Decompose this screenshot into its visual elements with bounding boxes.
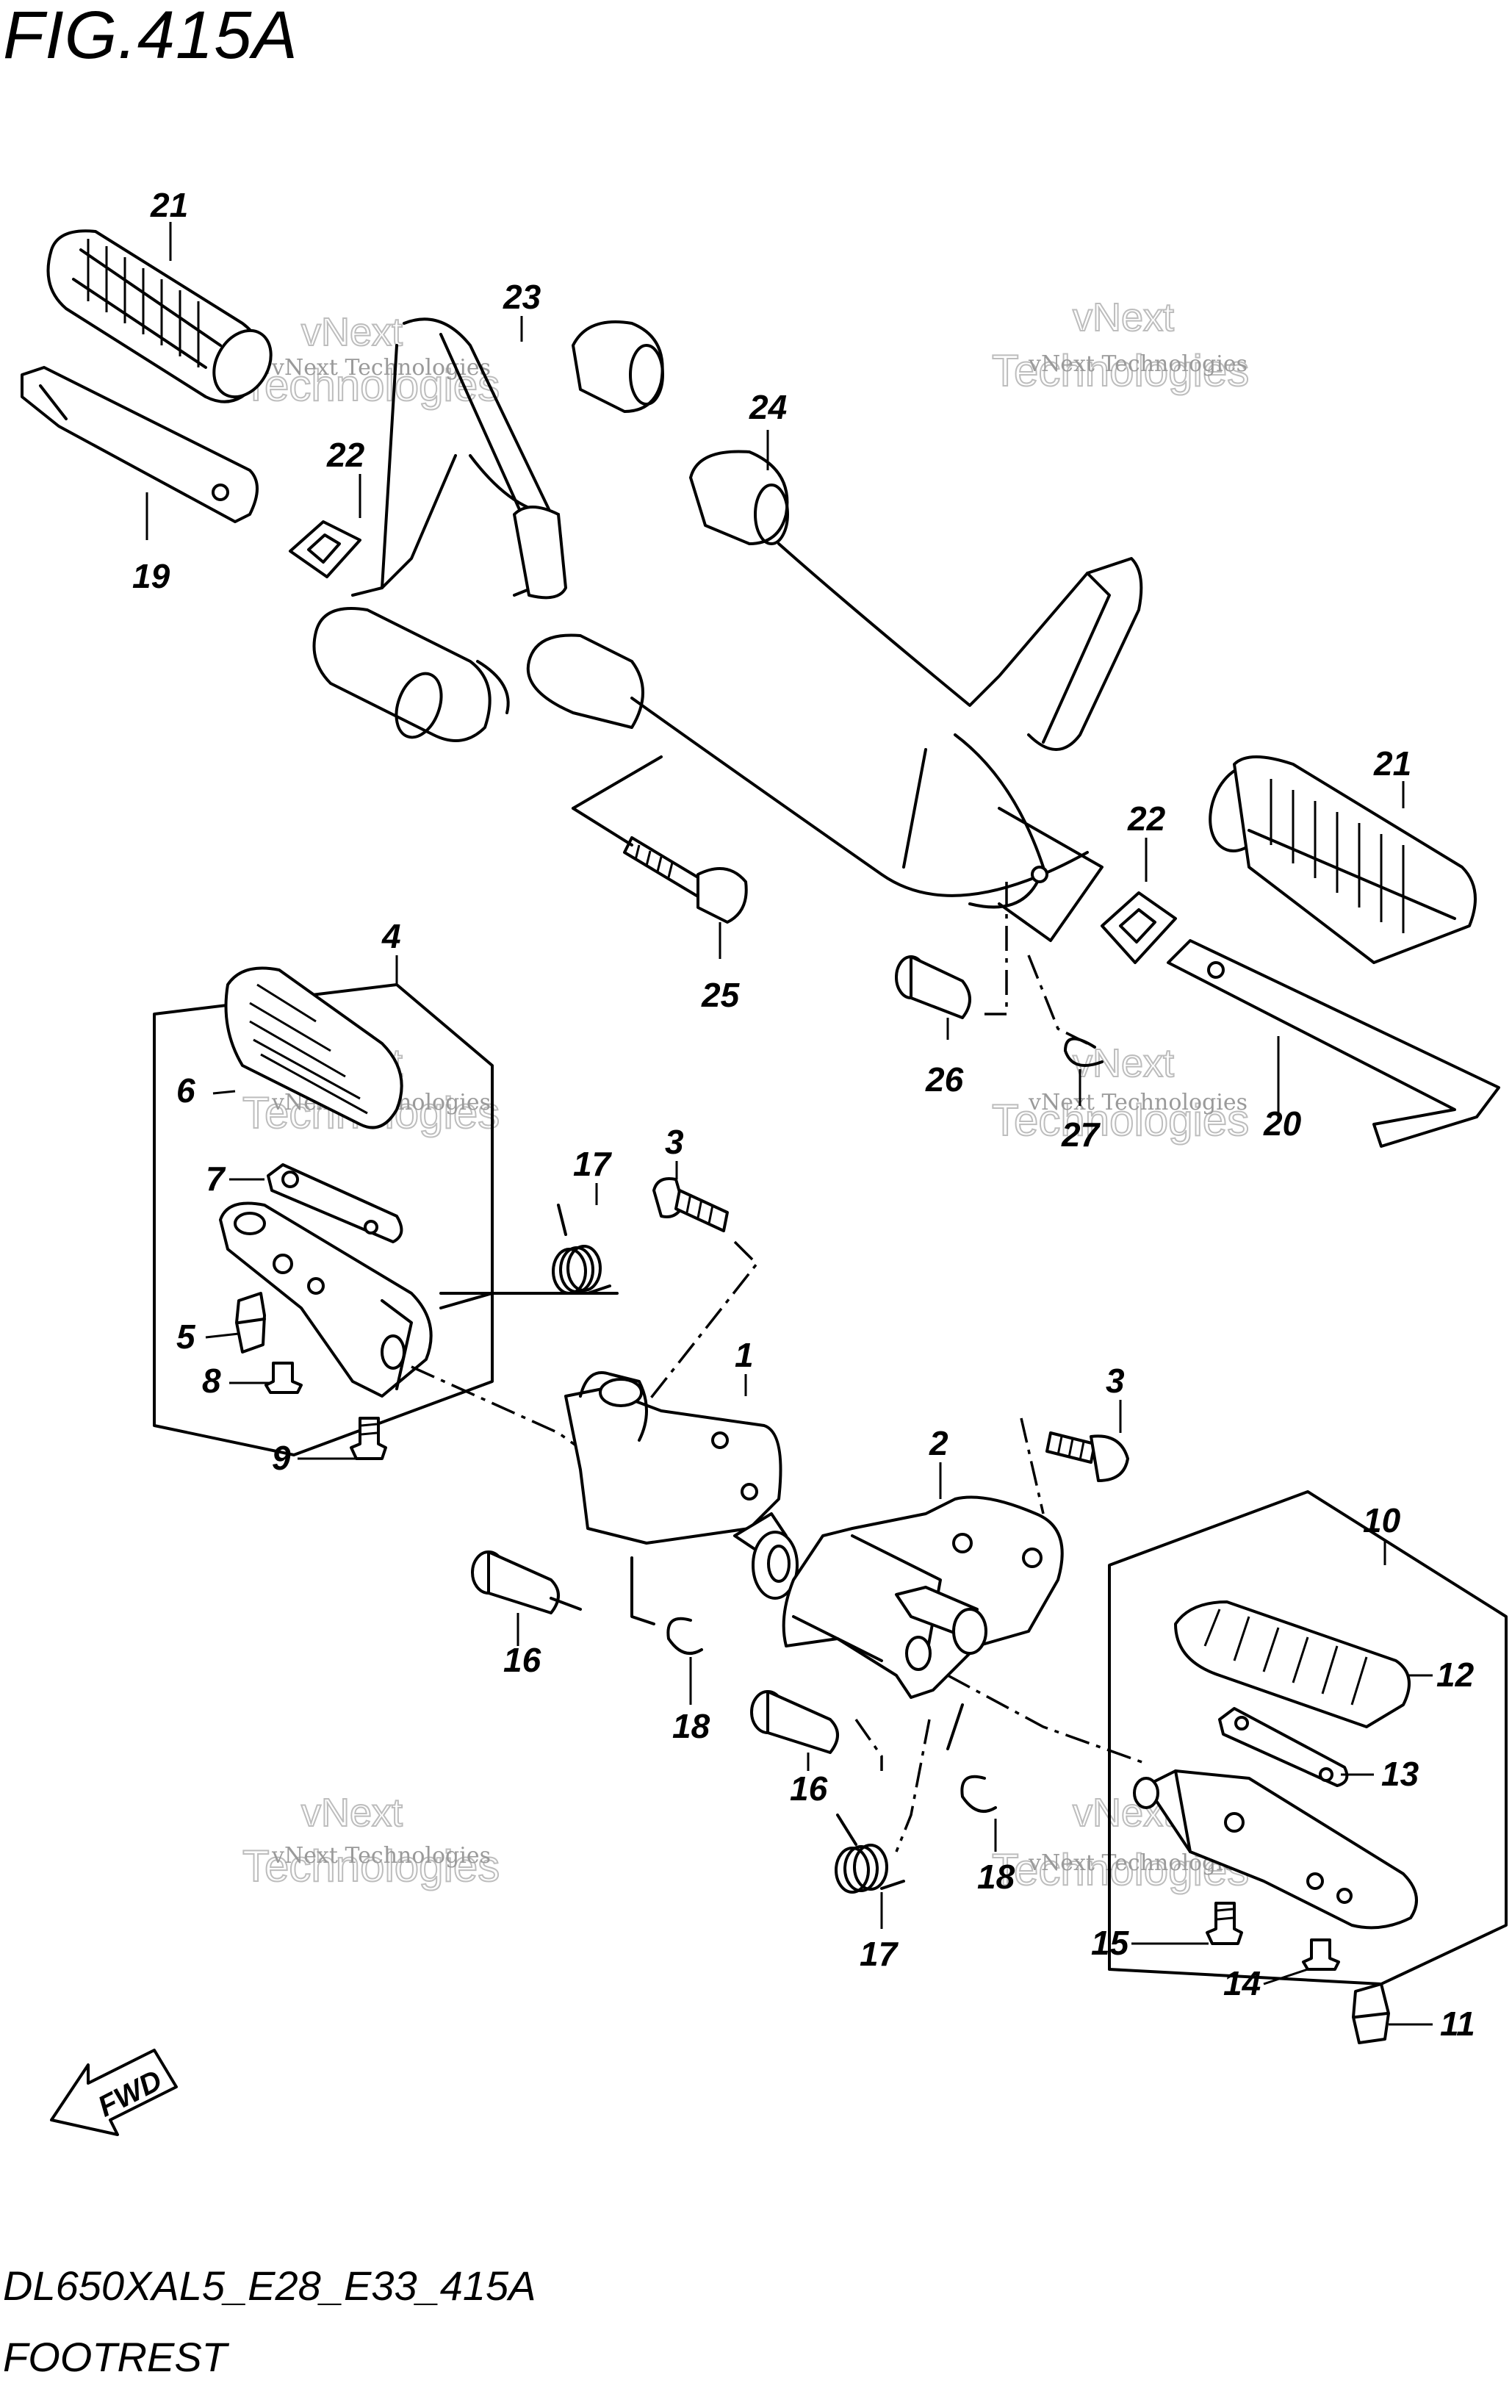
footrest-assembly-box-left [153, 966, 494, 1460]
bolt-3-top [652, 1177, 729, 1232]
footpeg-rubber-right [1209, 755, 1477, 964]
footrest-bracket-1 [564, 1371, 799, 1600]
watermark-text: vNext Technologies [1028, 351, 1248, 377]
footrest-frame-right [526, 450, 1143, 942]
watermark-outline-top: vNext [301, 310, 403, 354]
callout-10: 10 [1363, 1501, 1401, 1539]
callout-16-left: 16 [503, 1641, 541, 1679]
callout-21-left: 21 [150, 186, 188, 224]
e-clip-18-right [960, 1775, 997, 1813]
callout-13: 13 [1381, 1755, 1419, 1793]
callout-2: 2 [929, 1424, 948, 1462]
callout-22-left: 22 [326, 436, 365, 474]
callout-18-right: 18 [977, 1858, 1015, 1896]
bolt-3-right [1045, 1431, 1129, 1482]
footpeg-rubber-left [46, 229, 273, 403]
watermark-outline-top: vNext [1073, 1041, 1174, 1085]
callout-20: 20 [1263, 1104, 1302, 1143]
callout-8: 8 [202, 1362, 221, 1400]
callout-7: 7 [206, 1160, 226, 1198]
callout-4: 4 [381, 917, 401, 955]
callout-23: 23 [503, 278, 541, 316]
model-code: DL650XAL5_E28_E33_415A [3, 2263, 536, 2309]
footpeg-bracket-left [21, 366, 259, 523]
callout-17-bottom: 17 [860, 1935, 899, 1973]
callout-25: 25 [701, 976, 741, 1014]
pin-16-right [750, 1690, 839, 1754]
callout-3-right: 3 [1106, 1362, 1125, 1400]
callout-21-right: 21 [1373, 744, 1411, 783]
callout-19: 19 [132, 557, 170, 595]
pin-26 [895, 955, 971, 1019]
callout-14: 14 [1223, 1964, 1261, 2002]
rubber-washer-left [289, 520, 361, 578]
callout-group: 21 23 22 19 24 21 22 25 26 27 20 4 6 7 5… [132, 186, 1475, 2043]
footrest-frame-left [312, 317, 664, 742]
callout-3-top: 3 [665, 1123, 684, 1161]
rubber-washer-right [1101, 891, 1177, 964]
watermark-text: vNext Technologies [271, 1843, 491, 1869]
callout-17-top: 17 [573, 1145, 613, 1183]
callout-24: 24 [749, 388, 787, 426]
callout-11: 11 [1440, 2005, 1475, 2043]
torsion-spring-top [439, 1204, 619, 1295]
watermark-text: vNext Technologies [1028, 1090, 1248, 1115]
watermark-outline-top: vNext [1073, 295, 1174, 339]
callout-6: 6 [176, 1071, 195, 1110]
forward-direction-arrow: FWD [50, 2049, 178, 2136]
figure-name: FOOTREST [3, 2334, 227, 2380]
torsion-spring-bottom [835, 1814, 905, 1894]
watermark-text: vNext Technologies [271, 355, 491, 381]
e-clip-18-left [666, 1617, 703, 1655]
callout-16-right: 16 [790, 1769, 828, 1808]
callout-12: 12 [1436, 1656, 1475, 1694]
bolt-25 [623, 836, 748, 924]
watermark-outline-bottom: Technologies [992, 346, 1249, 395]
footrest-bracket-2 [782, 1495, 1064, 1699]
callout-1: 1 [735, 1336, 754, 1374]
footrest-assembly-box-right [1108, 1490, 1508, 2044]
pin-16-left [471, 1550, 560, 1614]
watermark-outline-bottom: Technologies [992, 1096, 1249, 1145]
callout-26: 26 [925, 1060, 964, 1099]
callout-22-right: 22 [1127, 799, 1166, 838]
figure-title: FIG.415A [3, 0, 298, 73]
callout-18-left: 18 [672, 1707, 710, 1745]
callout-9: 9 [272, 1439, 291, 1477]
footpeg-bracket-right [1167, 939, 1500, 1148]
watermark-outline-bottom: Technologies [242, 1841, 500, 1891]
callout-15: 15 [1091, 1924, 1130, 1962]
watermark-outline-top: vNext [301, 1791, 403, 1835]
callout-5: 5 [176, 1318, 196, 1356]
callout-27: 27 [1061, 1115, 1101, 1154]
